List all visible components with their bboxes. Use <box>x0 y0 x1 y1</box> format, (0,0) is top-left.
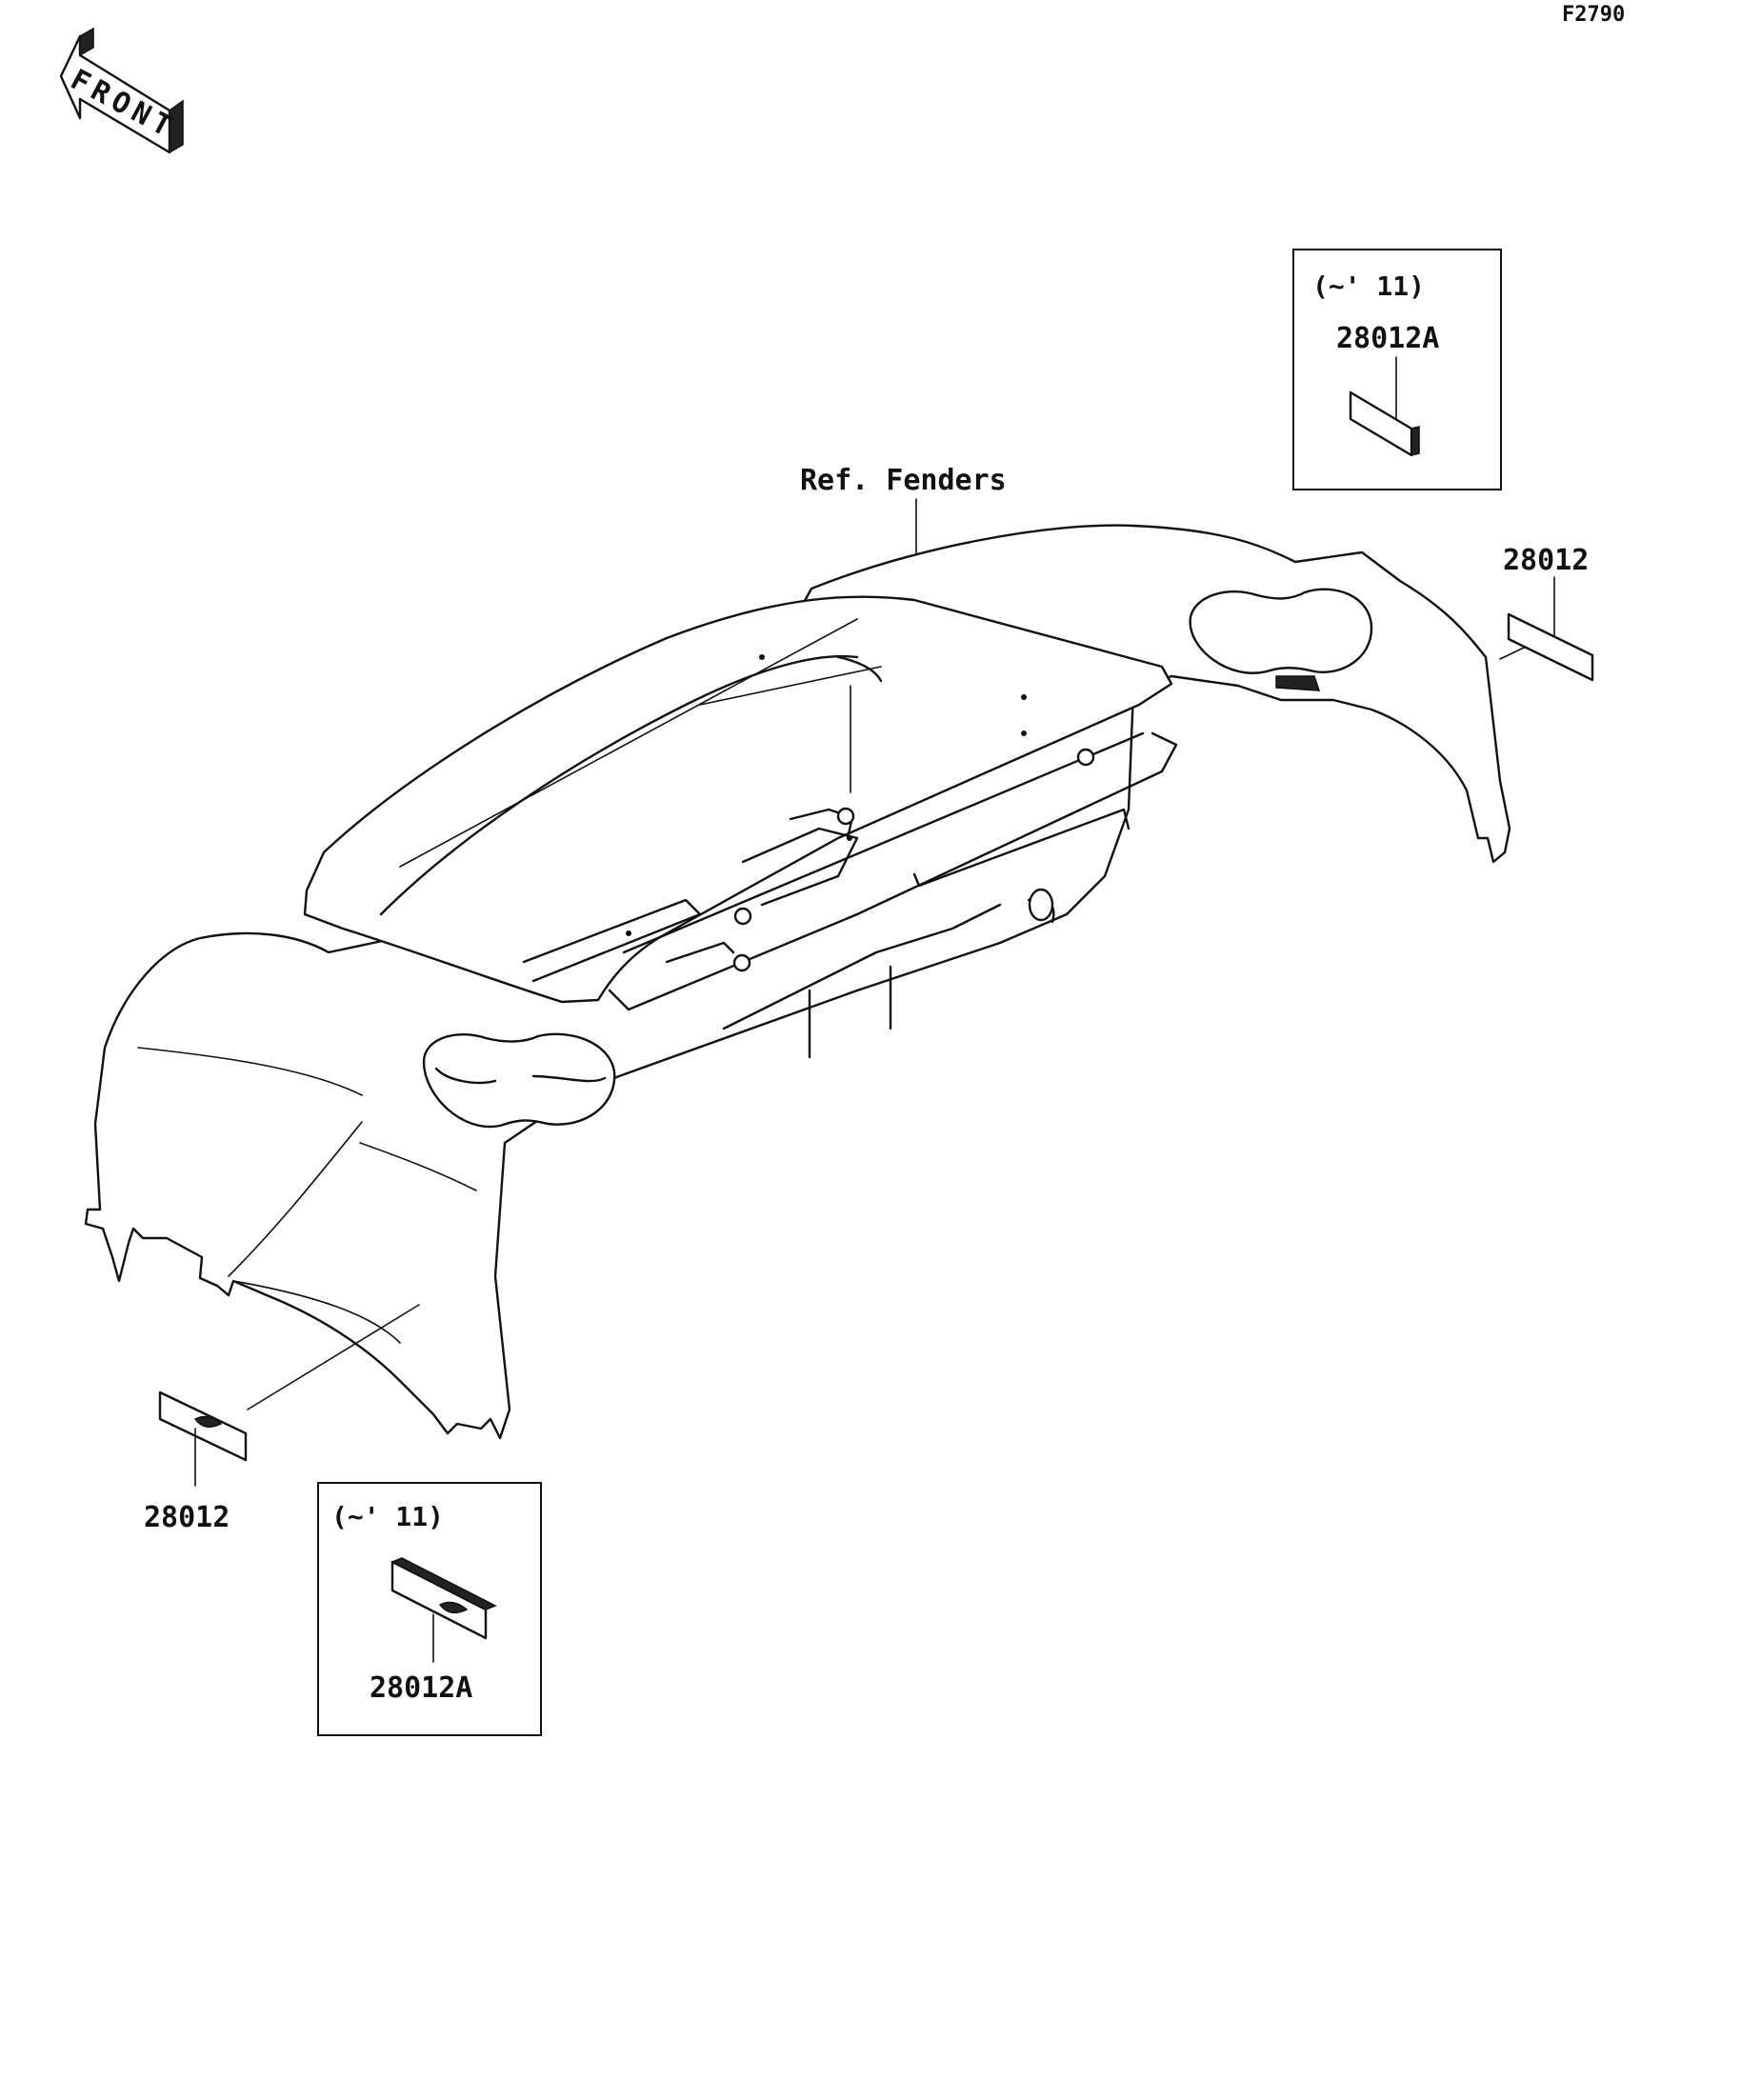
inset-box-top: (~' 11) 28012A <box>1292 249 1502 490</box>
inset-box-bottom: (~' 11) 28012A <box>317 1482 542 1736</box>
front-arrow-label: FRONT <box>65 63 182 146</box>
figure-id: F2790 <box>1562 3 1625 27</box>
callout-part-number: 28012 <box>1503 544 1589 577</box>
reflector-icon <box>390 1557 497 1640</box>
callout-part-number: 28012 <box>144 1501 230 1534</box>
decal-icon <box>158 1390 248 1462</box>
inset-part-number: 28012A <box>1336 322 1439 355</box>
inset-part-number: 28012A <box>370 1671 472 1705</box>
reference-label: Ref. Fenders <box>800 464 1007 497</box>
inset-year-note: (~' 11) <box>1312 270 1425 302</box>
inset-year-note: (~' 11) <box>331 1501 444 1532</box>
rear-fender-illustration <box>84 524 1511 1440</box>
reflector-icon <box>1349 390 1420 457</box>
decal-icon <box>1507 612 1594 682</box>
front-arrow-icon: FRONT <box>59 27 184 154</box>
